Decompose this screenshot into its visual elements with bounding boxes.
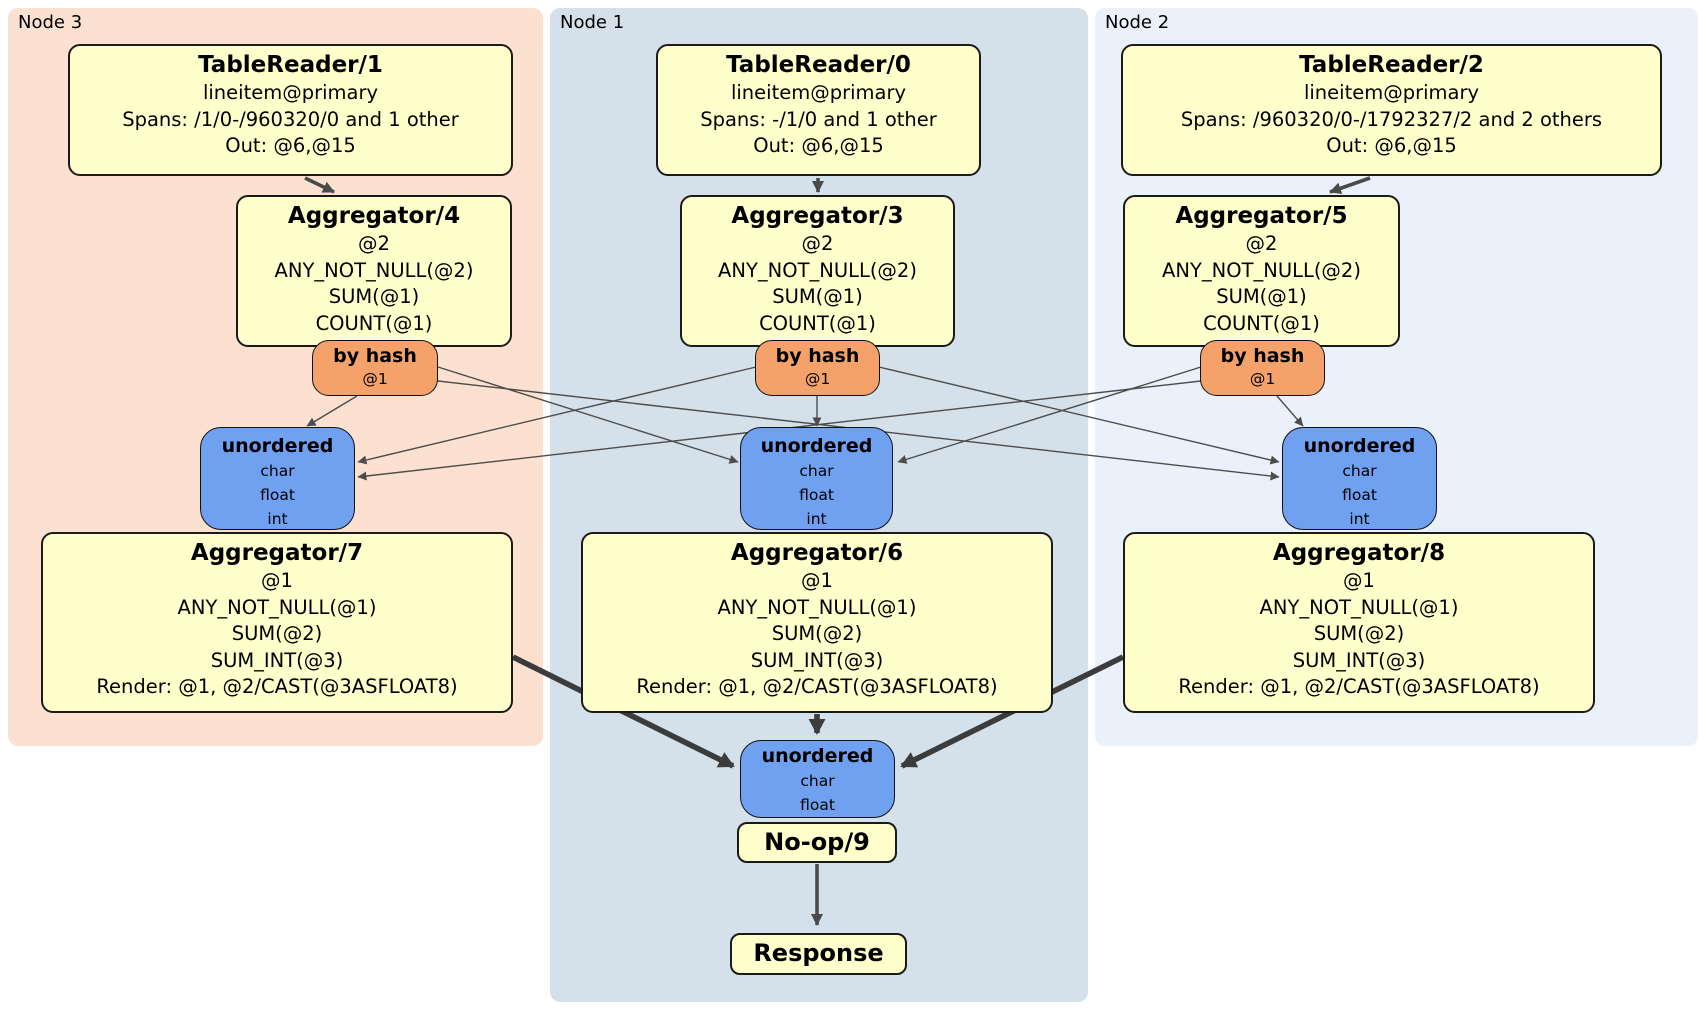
operator-line: SUM(@2)	[1313, 622, 1405, 645]
operator-line: @2	[801, 232, 834, 255]
operator-line: ANY_NOT_NULL(@1)	[1259, 595, 1459, 619]
operator-title: Aggregator/8	[1272, 540, 1446, 566]
operator-line: SUM_INT(@3)	[1292, 648, 1426, 672]
operator-line: @2	[358, 232, 390, 255]
sync-title: unordered	[221, 435, 334, 457]
unordered-sync-node2: unordered char float int	[1282, 427, 1437, 530]
operator-line: COUNT(@1)	[1203, 311, 1320, 335]
hash-router-node3: by hash @1	[312, 340, 438, 396]
operator-line: ANY_NOT_NULL(@2)	[1162, 258, 1361, 282]
operator-title: No-op/9	[764, 828, 870, 856]
sync-type: char	[260, 462, 295, 480]
operator-noop-9: No-op/9	[737, 822, 897, 863]
unordered-sync-node3: unordered char float int	[200, 427, 355, 530]
operator-line: Spans: -/1/0 and 1 other	[700, 107, 937, 131]
operator-line: COUNT(@1)	[759, 311, 876, 335]
operator-title: TableReader/1	[198, 52, 383, 78]
sync-type: int	[1349, 510, 1370, 528]
operator-line: Render: @1, @2/CAST(@3ASFLOAT8)	[1178, 675, 1540, 698]
operator-line: SUM_INT(@3)	[750, 648, 884, 672]
operator-line: Render: @1, @2/CAST(@3ASFLOAT8)	[96, 675, 458, 698]
sync-type: int	[267, 510, 288, 528]
sync-type: float	[260, 486, 295, 504]
operator-line: lineitem@primary	[730, 81, 907, 104]
sync-type: char	[800, 772, 835, 790]
edge-tablereader1-aggregator4	[304, 176, 335, 194]
node2-label: Node 2	[1105, 12, 1170, 33]
operator-tablereader-2: TableReader/2 lineitem@primary Spans: /9…	[1121, 44, 1662, 176]
operator-line: SUM_INT(@3)	[210, 648, 344, 672]
router-key: @1	[362, 370, 388, 388]
router-title: by hash	[775, 345, 860, 367]
operator-line: @1	[801, 569, 833, 592]
router-key: @1	[804, 370, 831, 388]
operator-line: Render: @1, @2/CAST(@3ASFLOAT8)	[636, 675, 998, 698]
sync-type: float	[799, 486, 834, 504]
operator-title: Aggregator/6	[730, 540, 904, 566]
unordered-sync-final: unordered char float	[740, 740, 895, 818]
operator-title: Aggregator/3	[731, 203, 904, 229]
operator-tablereader-0: TableReader/0 lineitem@primary Spans: -/…	[656, 44, 981, 176]
router-key: @1	[1249, 370, 1276, 388]
operator-line: SUM(@1)	[328, 285, 420, 308]
operator-line: @1	[261, 569, 293, 592]
operator-aggregator-5: Aggregator/5 @2 ANY_NOT_NULL(@2) SUM(@1)…	[1123, 195, 1400, 347]
sync-type: char	[799, 462, 834, 480]
unordered-sync-node1: unordered char float int	[740, 427, 893, 530]
node3-label: Node 3	[18, 12, 83, 33]
operator-line: SUM(@2)	[231, 622, 323, 645]
operator-line: @1	[1343, 569, 1375, 592]
hash-router-node2: by hash @1	[1200, 340, 1325, 396]
operator-line: @2	[1245, 232, 1278, 255]
operator-tablereader-1: TableReader/1 lineitem@primary Spans: /1…	[68, 44, 513, 176]
operator-line: lineitem@primary	[202, 81, 379, 104]
edge-router3-sync1	[437, 366, 739, 464]
operator-line: lineitem@primary	[1303, 81, 1480, 104]
edge-router2-sync2	[1276, 395, 1304, 427]
operator-title: TableReader/2	[1299, 52, 1484, 78]
operator-line: ANY_NOT_NULL(@1)	[717, 595, 917, 619]
router-title: by hash	[1220, 345, 1305, 367]
edge-router2-sync1	[897, 366, 1202, 464]
operator-line: Out: @6,@15	[753, 134, 884, 157]
edge-router3-sync3	[306, 395, 358, 427]
operator-aggregator-8: Aggregator/8 @1 ANY_NOT_NULL(@1) SUM(@2)…	[1123, 532, 1595, 713]
sync-type: float	[1342, 486, 1377, 504]
operator-title: Response	[753, 939, 884, 967]
sync-type: float	[800, 796, 835, 814]
operator-line: SUM(@1)	[772, 285, 863, 308]
operator-line: Spans: /960320/0-/1792327/2 and 2 others	[1180, 107, 1603, 131]
operator-line: ANY_NOT_NULL(@1)	[177, 595, 377, 619]
operator-line: SUM(@1)	[1216, 285, 1307, 308]
node1-label: Node 1	[560, 12, 625, 33]
edge-router1-sync2	[878, 366, 1280, 465]
router-title: by hash	[333, 345, 417, 367]
operator-aggregator-7: Aggregator/7 @1 ANY_NOT_NULL(@1) SUM(@2)…	[41, 532, 513, 713]
sync-type: int	[806, 510, 827, 528]
operator-title: Aggregator/5	[1175, 203, 1348, 229]
operator-response: Response	[730, 933, 907, 975]
sync-title: unordered	[760, 435, 873, 457]
sync-type: char	[1342, 462, 1377, 480]
edge-tablereader2-aggregator5	[1329, 176, 1371, 195]
operator-line: COUNT(@1)	[315, 311, 433, 335]
operator-aggregator-3: Aggregator/3 @2 ANY_NOT_NULL(@2) SUM(@1)…	[680, 195, 955, 347]
operator-title: Aggregator/4	[287, 203, 461, 229]
operator-title: TableReader/0	[726, 52, 911, 78]
operator-line: Out: @6,@15	[1326, 134, 1457, 157]
operator-line: ANY_NOT_NULL(@2)	[274, 258, 474, 282]
operator-aggregator-6: Aggregator/6 @1 ANY_NOT_NULL(@1) SUM(@2)…	[581, 532, 1053, 713]
sync-title: unordered	[1303, 435, 1416, 457]
edge-router1-sync3	[357, 366, 757, 465]
operator-line: Spans: /1/0-/960320/0 and 1 other	[122, 107, 459, 131]
sync-title: unordered	[761, 745, 874, 767]
operator-line: Out: @6,@15	[225, 134, 356, 157]
operator-title: Aggregator/7	[190, 540, 364, 566]
operator-aggregator-4: Aggregator/4 @2 ANY_NOT_NULL(@2) SUM(@1)…	[236, 195, 512, 347]
operator-line: ANY_NOT_NULL(@2)	[718, 258, 917, 282]
operator-line: SUM(@2)	[771, 622, 863, 645]
hash-router-node1: by hash @1	[755, 340, 880, 396]
